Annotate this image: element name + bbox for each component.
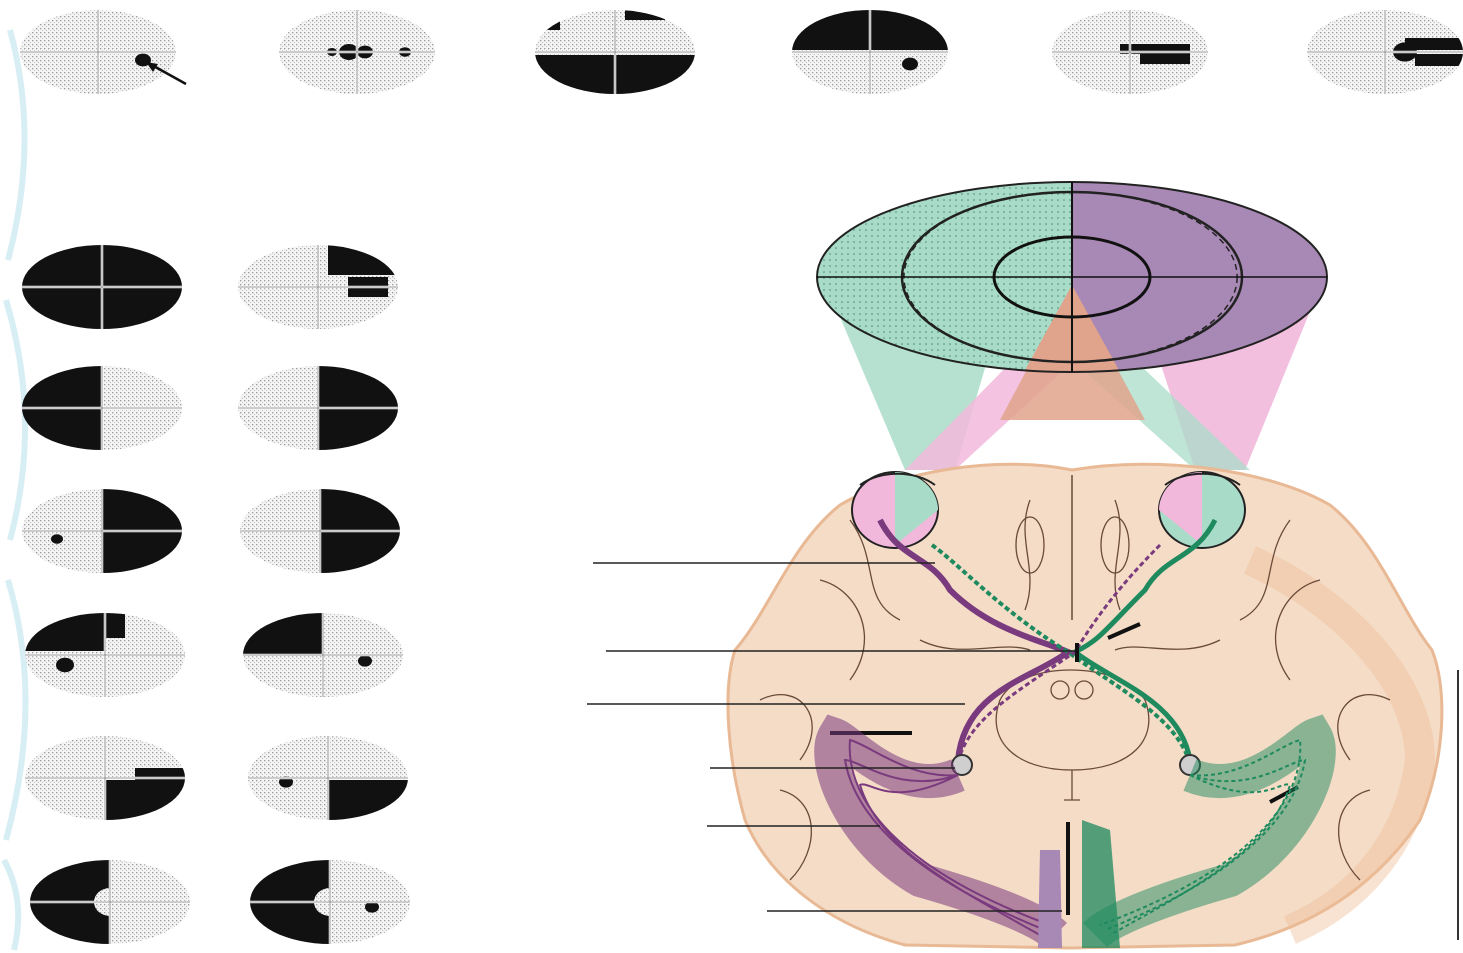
visual-field-plot-g5-l <box>25 736 185 822</box>
visual-field-plot-g6-r <box>250 860 410 944</box>
visual-field-plot-g1-r <box>238 245 398 329</box>
visual-field-plot-r1-3 <box>535 10 695 97</box>
visual-field-plot-r1-6 <box>1297 10 1463 94</box>
visual-field-plot-g5-r <box>248 736 408 822</box>
visual-field-plot-r1-1 <box>20 10 186 94</box>
visual-field-plot-g3-l <box>22 489 182 573</box>
brain-inferior-view <box>728 464 1442 948</box>
visual-field-plot-g1-l <box>22 245 182 329</box>
left-eye <box>852 472 938 548</box>
visual-field-plot-r1-4 <box>792 10 948 94</box>
visual-field-plot-g2-l <box>22 366 182 450</box>
visual-field-plot-g6-l <box>30 860 190 944</box>
visual-field-plot-g4-l <box>25 613 185 697</box>
visual-field-plot-g2-r <box>238 366 398 450</box>
visual-field-plot-g4-r <box>243 613 403 697</box>
visual-field-plot-r1-2 <box>279 10 435 94</box>
visual-field-plot-g3-r <box>240 489 400 573</box>
side-accent <box>4 30 26 950</box>
visual-field-plot-r1-5 <box>1052 10 1208 94</box>
